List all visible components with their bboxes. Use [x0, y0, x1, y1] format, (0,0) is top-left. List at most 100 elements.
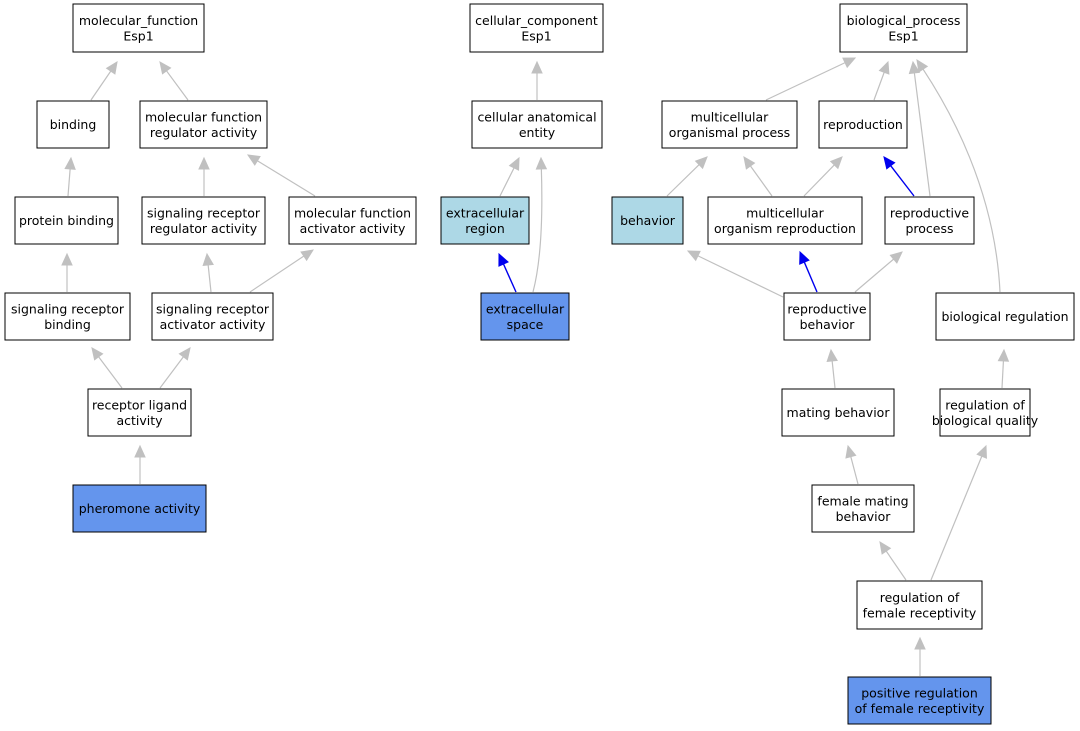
node-label-line: of female receptivity	[855, 701, 985, 716]
arrow-head-icon	[879, 541, 892, 555]
node-label-line: molecular function	[145, 109, 262, 124]
arrow-head-icon	[694, 156, 708, 170]
edge-rb-to-behavior	[686, 250, 784, 298]
node-label-line: multicellular	[746, 205, 825, 220]
edge-rbq-to-br	[997, 348, 1010, 389]
edge-behavior-to-mop	[666, 156, 708, 197]
node-label-line: regulation of	[945, 397, 1025, 412]
node-repro[interactable]: reproduction	[818, 100, 908, 149]
node-box	[87, 388, 192, 437]
node-behavior[interactable]: behavior	[611, 196, 684, 245]
node-box	[471, 100, 603, 149]
arrow-head-icon	[908, 60, 921, 75]
edge-protein_binding-to-binding	[64, 156, 76, 197]
edge-mf_reg-to-mf_root	[159, 61, 189, 101]
node-label-line: Esp1	[123, 28, 153, 43]
edge-line	[1001, 359, 1005, 389]
node-label-line: behavior	[620, 213, 676, 228]
edge-ecr-to-cae	[499, 156, 520, 197]
arrow-head-icon	[889, 251, 903, 264]
node-box	[935, 292, 1075, 341]
edge-repro-to-bp_root	[873, 60, 890, 101]
node-label-line: Esp1	[888, 28, 918, 43]
node-label-line: behavior	[836, 509, 892, 524]
edge-line	[831, 359, 836, 389]
arrow-head-icon	[531, 60, 543, 74]
node-box	[151, 292, 274, 341]
edge-line	[97, 355, 123, 389]
edge-ecs-to-cae	[532, 156, 548, 293]
edge-line	[922, 68, 1001, 293]
node-pheromone[interactable]: pheromone activity	[72, 484, 207, 533]
node-box	[440, 196, 530, 245]
edge-line	[873, 71, 886, 101]
arrow-head-icon	[178, 347, 191, 361]
node-label-line: region	[465, 221, 505, 236]
node-box	[839, 3, 968, 53]
edge-mor-to-repro	[803, 156, 843, 197]
edge-line	[67, 167, 71, 197]
arrow-head-icon	[508, 156, 520, 171]
edge-br-to-bp_root	[916, 58, 1001, 293]
arrow-head-icon	[498, 252, 509, 267]
edge-rfr-to-fmb	[879, 541, 907, 581]
arrow-head-icon	[246, 154, 261, 166]
arrow-head-icon	[878, 60, 890, 75]
edge-line	[913, 71, 931, 197]
edge-line	[159, 355, 185, 389]
node-label-line: molecular_function	[79, 13, 198, 28]
arrow-head-icon	[883, 156, 896, 170]
node-label-line: regulator activity	[150, 125, 258, 140]
edge-line	[930, 455, 983, 581]
edge-rp-to-repro	[883, 156, 915, 197]
node-br[interactable]: biological regulation	[935, 292, 1075, 341]
node-box	[856, 580, 983, 630]
node-label-line: mating behavior	[787, 405, 891, 420]
arrow-head-icon	[300, 249, 315, 262]
node-binding[interactable]: binding	[36, 100, 110, 149]
edge-line	[854, 258, 895, 293]
node-box	[611, 196, 684, 245]
node-label-line: process	[905, 221, 953, 236]
node-label-line: entity	[519, 125, 556, 140]
node-protein-binding[interactable]: protein binding	[14, 196, 119, 245]
node-box	[661, 100, 798, 149]
node-label-line: space	[507, 317, 544, 332]
node-label-line: multicellular	[691, 109, 770, 124]
node-label-line: activator activity	[300, 221, 406, 236]
edge-line	[803, 260, 818, 293]
edge-line	[885, 549, 907, 581]
node-label-line: signaling receptor	[156, 301, 270, 316]
node-label-line: organismal process	[669, 125, 790, 140]
arrow-head-icon	[134, 444, 146, 458]
node-label-line: regulation of	[880, 590, 960, 605]
node-mating[interactable]: mating behavior	[781, 388, 895, 437]
node-label-line: pheromone activity	[79, 501, 201, 516]
edge-srra-to-mf_reg	[198, 156, 210, 196]
edge-line	[889, 164, 915, 197]
arrow-head-icon	[842, 57, 857, 69]
edge-prfr-to-rfr	[914, 636, 926, 676]
node-label-line: signaling receptor	[147, 205, 261, 220]
